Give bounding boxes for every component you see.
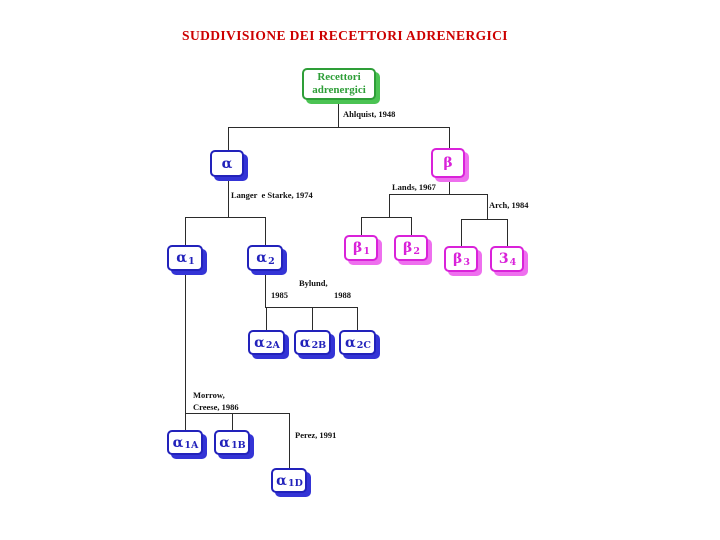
connector-line bbox=[461, 219, 507, 220]
node-symbol: β bbox=[403, 240, 413, 256]
slide-title: SUDDIVISIONE DEI RECETTORI ADRENERGICI bbox=[182, 28, 508, 43]
node-subscript: 2A bbox=[265, 340, 280, 351]
node-beta: β bbox=[431, 148, 465, 178]
connector-line bbox=[265, 217, 266, 245]
connector-line bbox=[357, 307, 358, 330]
node-subscript: 1A bbox=[184, 440, 199, 451]
reference-label-morrow: Morrow, bbox=[193, 390, 225, 400]
connector-line bbox=[389, 194, 487, 195]
reference-label-ahlquist: Ahlquist, 1948 bbox=[343, 109, 396, 119]
connector-line bbox=[389, 194, 390, 217]
connector-line bbox=[232, 413, 233, 430]
connector-line bbox=[338, 100, 339, 128]
reference-label-bylund-1985: 1985 bbox=[271, 290, 288, 300]
connector-line bbox=[449, 127, 450, 148]
node-subscript: 2C bbox=[356, 340, 371, 351]
reference-label-bylund: Bylund, bbox=[299, 278, 328, 288]
connector-line bbox=[289, 413, 290, 468]
node-subscript: 2 bbox=[268, 255, 275, 267]
connector-line bbox=[449, 178, 450, 194]
node-symbol: α bbox=[276, 472, 287, 489]
connector-line bbox=[185, 413, 289, 414]
node-symbol: α bbox=[219, 434, 231, 451]
node-alpha: α bbox=[210, 150, 244, 177]
node-symbol: α bbox=[176, 250, 188, 266]
connector-line bbox=[185, 217, 186, 245]
reference-label-lands: Lands, 1967 bbox=[392, 182, 436, 192]
node-symbol: α bbox=[172, 434, 184, 451]
connector-line bbox=[185, 413, 186, 430]
node-text-line: Recettori bbox=[317, 71, 361, 83]
connector-line bbox=[265, 271, 266, 307]
node-symbol: β bbox=[443, 155, 453, 171]
connector-line bbox=[185, 271, 186, 413]
reference-label-perez: Perez, 1991 bbox=[295, 430, 337, 440]
node-symbol: α bbox=[256, 250, 268, 266]
node-text-line: adrenergici bbox=[312, 84, 366, 96]
connector-line bbox=[185, 217, 265, 218]
connector-line bbox=[266, 307, 267, 330]
node-subscript: 2B bbox=[311, 340, 327, 351]
node-symbol: α bbox=[299, 334, 311, 351]
connector-line bbox=[361, 217, 411, 218]
connector-line bbox=[411, 217, 412, 235]
node-subscript: 1D bbox=[287, 478, 303, 489]
connector-line bbox=[507, 219, 508, 246]
connector-line bbox=[228, 127, 229, 150]
reference-label-arch: Arch, 1984 bbox=[489, 200, 529, 210]
node-symbol: α bbox=[254, 334, 265, 351]
node-subscript: 3 bbox=[463, 256, 470, 268]
node-symbol: α bbox=[221, 155, 233, 172]
connector-line bbox=[461, 219, 462, 246]
node-subscript: 1 bbox=[188, 255, 195, 267]
connector-line bbox=[265, 307, 357, 308]
node-subscript: 1B bbox=[231, 440, 246, 451]
node-symbol: β bbox=[353, 240, 363, 256]
connector-line bbox=[312, 307, 313, 330]
node-subscript: 4 bbox=[509, 256, 517, 268]
node-symbol: 3 bbox=[498, 251, 509, 267]
node-subscript: 1 bbox=[363, 245, 370, 257]
reference-label-langer: Langer e Starke, 1974 bbox=[231, 190, 313, 200]
node-subscript: 2 bbox=[413, 245, 420, 257]
reference-label-bylund-1988: 1988 bbox=[334, 290, 351, 300]
connector-line bbox=[228, 177, 229, 217]
connector-line bbox=[487, 194, 488, 219]
connector-line bbox=[361, 217, 362, 235]
node-symbol: β bbox=[453, 251, 463, 267]
node-symbol: α bbox=[345, 334, 356, 351]
connector-line bbox=[228, 127, 450, 128]
reference-label-creese: Creese, 1986 bbox=[193, 402, 239, 412]
